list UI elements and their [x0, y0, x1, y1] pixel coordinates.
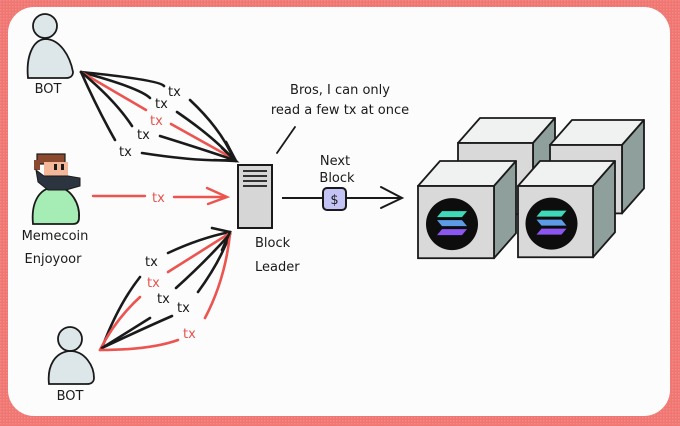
panel	[8, 7, 670, 416]
tx-label: tx	[157, 292, 170, 307]
speech-pointer	[276, 126, 296, 154]
block-leader: Block Leader	[237, 164, 300, 275]
coin-icon: $	[322, 187, 347, 211]
tx-label: tx	[152, 191, 165, 206]
memecoin-label-line2: Enjoyoor	[25, 252, 83, 267]
next-block-label-line2: Block	[319, 171, 355, 186]
memecoin-transaction	[91, 186, 231, 206]
bot-bottom-tx-labels: tx tx tx tx tx	[145, 255, 196, 342]
tx-label: tx	[147, 276, 160, 291]
pixel-person-icon	[31, 153, 81, 225]
bot-top-label: BOT	[35, 82, 62, 97]
tx-label: tx	[183, 327, 196, 342]
tx-label: tx	[168, 85, 181, 100]
block-leader-label-line1: Block	[255, 236, 291, 251]
memecoin-enjoyoor: Memecoin Enjoyoor	[22, 153, 89, 267]
leader-speech: Bros, I can only read a few tx at once	[271, 83, 409, 154]
server-icon	[237, 164, 273, 229]
bot-bottom-label: BOT	[57, 389, 84, 404]
solana-logo-icon	[426, 198, 478, 251]
bot-top-transactions	[79, 70, 240, 163]
block-leader-label-line2: Leader	[255, 260, 300, 275]
person-icon	[26, 13, 74, 79]
tx-label: tx	[119, 145, 132, 160]
coin-symbol: $	[330, 193, 338, 208]
speech-line1: Bros, I can only	[290, 83, 390, 98]
validator-cube	[417, 160, 517, 260]
bot-bottom: BOT	[47, 326, 95, 404]
validator-cube	[517, 160, 616, 259]
tx-label: tx	[145, 255, 158, 270]
tx-label: tx	[137, 128, 150, 143]
next-block: Next Block $	[282, 154, 405, 211]
bot-top-tx-labels: tx tx tx tx tx	[119, 85, 181, 160]
validator-cluster	[417, 117, 645, 260]
tx-label: tx	[150, 114, 163, 129]
speech-line2: read a few tx at once	[271, 103, 409, 118]
tx-label: tx	[155, 97, 168, 112]
tx-label: tx	[177, 301, 190, 316]
solana-logo-icon	[525, 197, 578, 250]
bot-bottom-transactions	[98, 226, 232, 352]
next-block-label-line1: Next	[320, 154, 350, 169]
person-icon	[47, 326, 95, 385]
bot-top: BOT	[26, 13, 74, 97]
memecoin-label-line1: Memecoin	[22, 229, 89, 244]
